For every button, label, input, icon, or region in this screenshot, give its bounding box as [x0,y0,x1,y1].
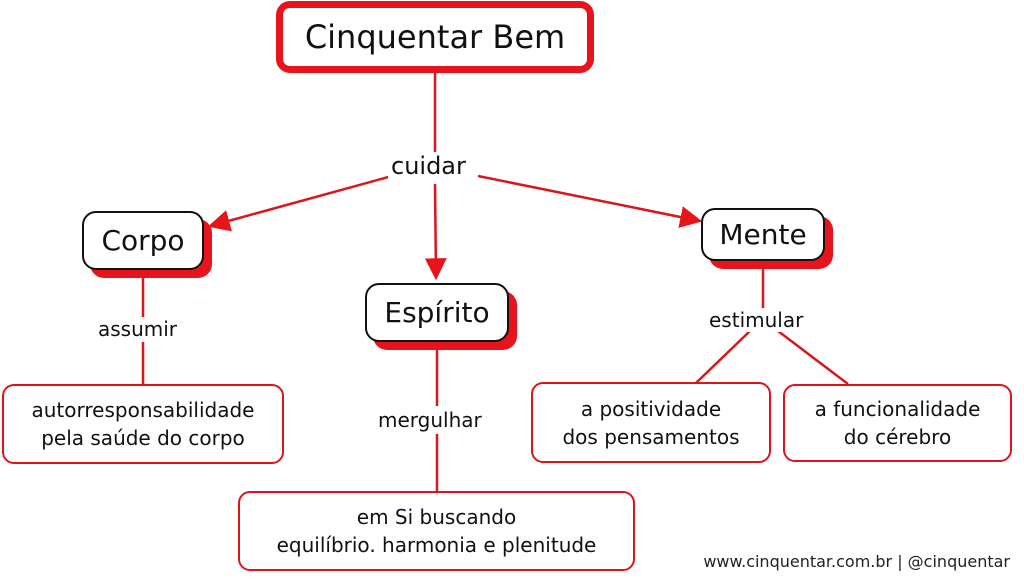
node-mente: Mente [701,208,825,261]
link-label-estimular: estimular [706,308,807,332]
node-espirito-label: Espírito [384,296,490,329]
leaf-autorresponsabilidade: autorresponsabilidade pela saúde do corp… [2,384,284,464]
title-node: Cinquentar Bem [276,1,594,73]
arrow-to-corpo [207,174,393,232]
connector-estimular-funcionalidade [777,330,849,385]
link-label-mergulhar: mergulhar [375,408,485,432]
link-label-cuidar: cuidar [388,152,469,180]
leaf-em-si-buscando: em Si buscando equilíbrio. harmonia e pl… [238,491,635,571]
connector-estimular-positividade [695,330,751,384]
title-text: Cinquentar Bem [304,18,566,56]
footer-credit: www.cinquentar.com.br | @cinquentar [703,552,1010,571]
arrow-to-mente [477,174,703,228]
node-corpo-label: Corpo [101,224,185,257]
node-corpo: Corpo [82,211,204,270]
link-label-assumir: assumir [95,317,181,341]
arrow-to-espirito [424,183,447,281]
leaf-positividade: a positividade dos pensamentos [531,382,771,463]
node-mente-label: Mente [719,218,807,251]
leaf-funcionalidade: a funcionalidade do cérebro [783,384,1012,462]
node-espirito: Espírito [365,283,509,342]
